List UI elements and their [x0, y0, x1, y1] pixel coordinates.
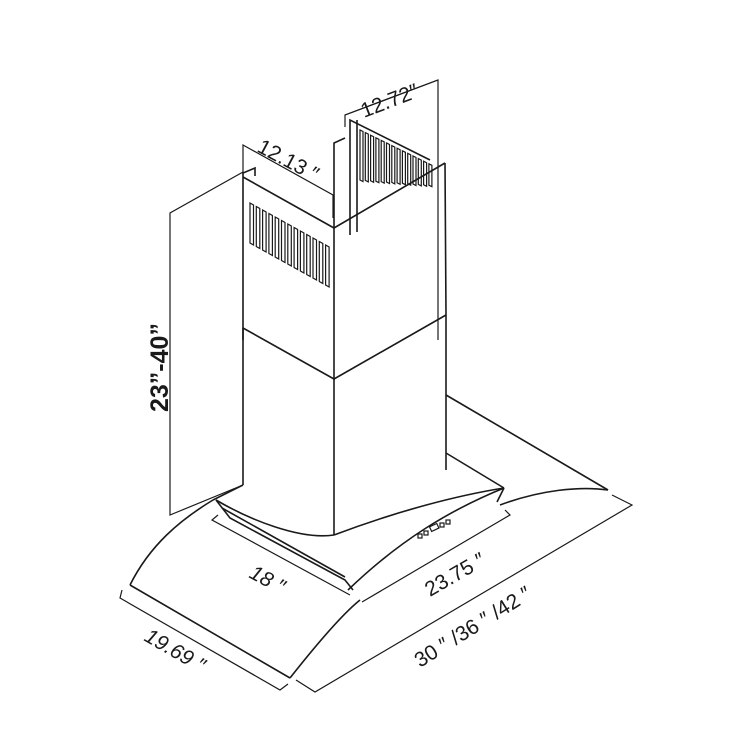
- control-button-3: [439, 522, 445, 528]
- control-button-4: [445, 519, 451, 525]
- control-display: [428, 522, 440, 533]
- vent-slot: [262, 208, 267, 254]
- lower-chimney: [242, 314, 447, 535]
- dim-line-body-depth: [210, 514, 351, 596]
- control-button-1: [417, 533, 423, 539]
- label-chimney-depth: 12.72″: [358, 79, 423, 122]
- label-canopy-depth: 19.69 ″: [141, 624, 211, 678]
- dim-line-canopy-depth: [119, 589, 289, 691]
- dim-line-chimney-depth: [344, 79, 439, 340]
- vent-slot: [325, 243, 330, 289]
- vent-slots-front: [249, 201, 330, 289]
- control-button-2: [423, 530, 429, 536]
- vent-slot: [318, 240, 324, 285]
- vent-slot: [280, 219, 286, 264]
- vent-slot: [417, 157, 422, 187]
- dim-line-chimney-width: [242, 143, 334, 218]
- vent-slot: [249, 201, 255, 247]
- vent-slot: [287, 222, 292, 268]
- vent-slot: [306, 233, 311, 278]
- vent-slot: [255, 205, 261, 250]
- glass-canopy: [129, 394, 609, 679]
- vent-slot: [274, 215, 280, 261]
- vent-slot: [293, 226, 299, 271]
- motor-body: [212, 452, 505, 591]
- label-body-depth: 18 ″: [246, 561, 291, 599]
- dim-line-chimney-height: [169, 171, 244, 516]
- vent-slot: [396, 147, 401, 186]
- label-chimney-width: 12.13 ″: [254, 135, 323, 186]
- vent-slot: [380, 139, 385, 185]
- control-panel: [417, 519, 451, 539]
- vent-slot: [385, 142, 391, 185]
- label-body-width: 23.75 ″: [421, 548, 490, 601]
- vent-slot: [370, 134, 375, 184]
- vent-slot: [428, 162, 433, 188]
- vent-slot: [268, 212, 273, 257]
- vent-slot: [412, 155, 417, 187]
- vent-slot: [299, 229, 305, 275]
- vent-slot: [375, 136, 380, 184]
- vent-slot: [359, 129, 364, 183]
- upper-chimney: [242, 118, 447, 380]
- vent-slot: [423, 160, 428, 188]
- vent-slot: [391, 144, 396, 185]
- label-chimney-height: 23”-40”: [146, 323, 174, 412]
- dim-line-canopy-width: [295, 494, 634, 693]
- vent-slot: [407, 152, 412, 187]
- vent-slots-side: [359, 129, 433, 188]
- dim-line-body-width: [361, 509, 511, 603]
- vent-slot: [401, 149, 406, 186]
- vent-slot: [364, 131, 369, 183]
- vent-slot: [312, 236, 318, 282]
